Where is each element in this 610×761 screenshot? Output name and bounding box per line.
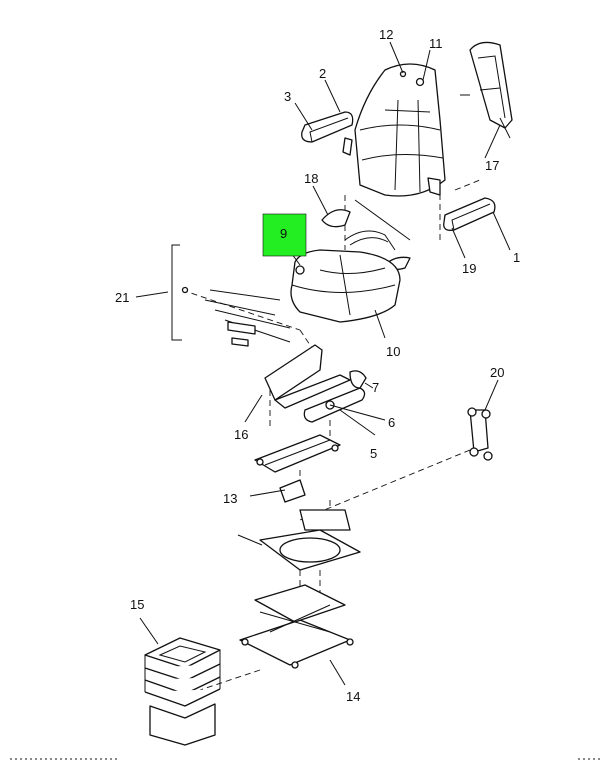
trim-and-cables: [321, 199, 411, 271]
callout-3[interactable]: 3: [284, 89, 291, 104]
callout-15[interactable]: 15: [130, 597, 144, 612]
seat-back: [354, 63, 446, 197]
headrest-frame: [460, 41, 513, 139]
leader-lines: [135, 41, 511, 686]
callout-7[interactable]: 7: [372, 380, 379, 395]
callout-18[interactable]: 18: [304, 171, 318, 186]
shock-absorber: [467, 407, 493, 461]
left-armrest: [301, 111, 354, 156]
callout-9[interactable]: 9: [280, 226, 287, 241]
right-armrest: [427, 177, 496, 231]
highlight-box-9: [262, 213, 307, 257]
callout-13[interactable]: 13: [223, 491, 237, 506]
seat-pan-hardware: [171, 244, 291, 347]
callout-16[interactable]: 16: [234, 427, 248, 442]
callout-19[interactable]: 19: [462, 261, 476, 276]
callout-5[interactable]: 5: [370, 446, 377, 461]
callout-11[interactable]: 11: [429, 36, 443, 51]
swivel-plate: [237, 529, 361, 571]
seat-cushion: [290, 249, 401, 323]
slide-frame: [264, 344, 367, 423]
callout-2[interactable]: 2: [319, 66, 326, 81]
callout-labels: 1 2 3 5 6 7 9 10 11 12 13 14 15 16 17 18…: [115, 27, 520, 704]
callout-17[interactable]: 17: [485, 158, 499, 173]
callout-14[interactable]: 14: [346, 689, 360, 704]
callout-21[interactable]: 21: [115, 290, 129, 305]
callout-1[interactable]: 1: [513, 250, 520, 265]
bellows-boot: [144, 637, 221, 746]
callout-12[interactable]: 12: [379, 27, 393, 42]
suspension-base: [239, 584, 354, 669]
isolator-bracket: [279, 479, 351, 531]
mount-bracket: [254, 434, 341, 473]
callout-6[interactable]: 6: [388, 415, 395, 430]
callout-20[interactable]: 20: [490, 365, 504, 380]
callout-10[interactable]: 10: [386, 344, 400, 359]
